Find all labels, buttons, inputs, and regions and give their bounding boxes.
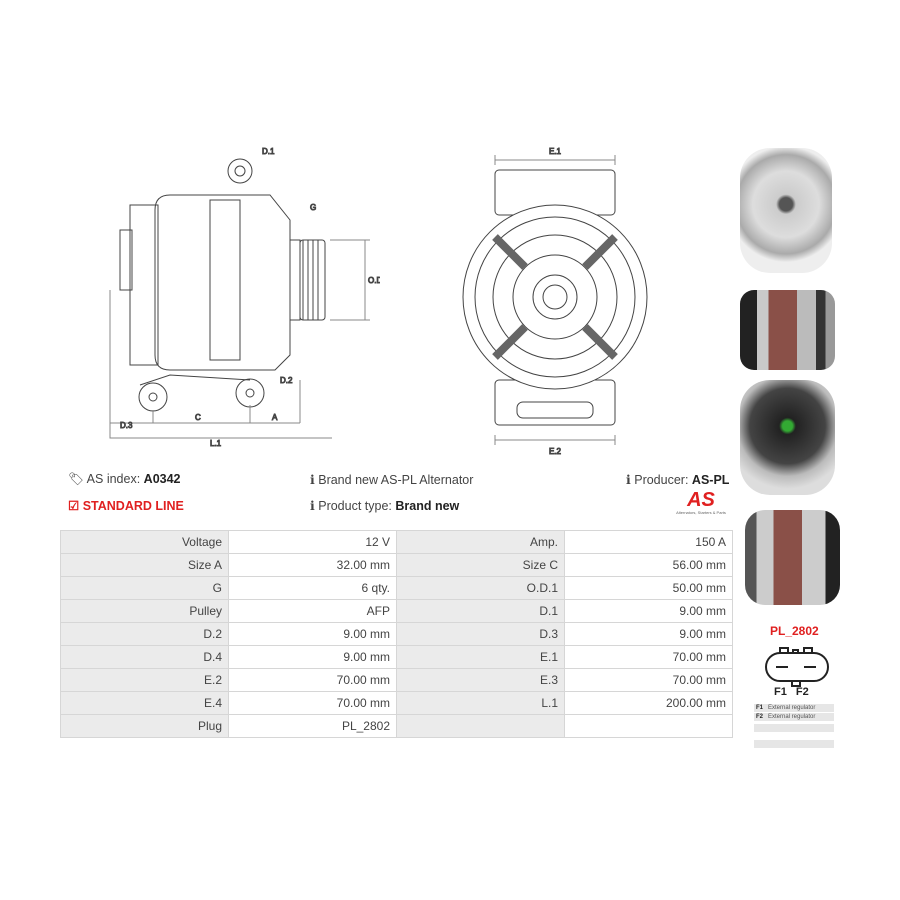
plug-pin-row: F2 External regulator: [754, 713, 834, 721]
spec-value: 70.00 mm: [228, 668, 397, 692]
plug-pins: F1 F2: [774, 686, 809, 698]
spec-value: [564, 714, 733, 738]
spec-label: D.2: [60, 622, 229, 646]
plug-pin-row: [754, 740, 834, 748]
info-icon: ℹ: [626, 473, 631, 487]
info-icon: ℹ: [310, 499, 315, 513]
pin-f1: F1: [774, 686, 787, 698]
checkbox-icon: ☑: [68, 499, 80, 513]
label-g: G: [310, 203, 316, 212]
spec-label: D.3: [396, 622, 565, 646]
product-type: ℹ Product type: Brand new: [310, 499, 460, 513]
spec-value: 200.00 mm: [564, 691, 733, 715]
spec-label: E.3: [396, 668, 565, 692]
spec-label: [396, 714, 565, 738]
plug-pin-row: F1 External regulator: [754, 704, 834, 712]
spec-label: Pulley: [60, 599, 229, 623]
spec-label: Size A: [60, 553, 229, 577]
plug-pin-row: [754, 724, 834, 732]
logo-text: AS: [687, 489, 715, 511]
as-index: 🏷 AS index: A0342: [68, 472, 181, 486]
plug-connector-icon: [765, 647, 829, 687]
producer: ℹ Producer: AS-PL: [626, 473, 730, 487]
spec-label: O.D.1: [396, 576, 565, 600]
spec-value: 50.00 mm: [564, 576, 733, 600]
product-photo-angle: [745, 510, 840, 605]
label-e2: E.2: [549, 447, 562, 456]
label-c: C: [195, 413, 201, 422]
label-l1: L.1: [210, 439, 222, 448]
label-od1: O.D.1: [368, 276, 380, 285]
info-icon: ℹ: [310, 473, 315, 487]
logo-tagline: Alternators, Starters & Parts: [676, 510, 726, 515]
side-view-diagram: D.1 G O.D.1 D.2 D.3 C A L.1: [109, 147, 380, 449]
product-photo-side: [740, 290, 835, 370]
label-e1: E.1: [549, 147, 562, 156]
label-a: A: [272, 413, 278, 422]
spec-value: 70.00 mm: [228, 691, 397, 715]
label-d1: D.1: [262, 147, 275, 156]
spec-value: 56.00 mm: [564, 553, 733, 577]
pin-f2: F2: [795, 686, 809, 698]
spec-label: Voltage: [60, 530, 229, 554]
spec-value: 9.00 mm: [564, 599, 733, 623]
plug-name: PL_2802: [770, 624, 819, 638]
spec-value: 6 qty.: [228, 576, 397, 600]
spec-value: 150 A: [564, 530, 733, 554]
front-view-diagram: E.1 E.2: [462, 147, 648, 457]
as-logo: AS Alternators, Starters & Parts: [670, 490, 732, 515]
spec-label: Size C: [396, 553, 565, 577]
spec-value: 70.00 mm: [564, 645, 733, 669]
spec-value: 32.00 mm: [228, 553, 397, 577]
spec-label: E.1: [396, 645, 565, 669]
tags-icon: 🏷: [68, 472, 84, 486]
spec-label: Plug: [60, 714, 229, 738]
spec-value: 9.00 mm: [228, 645, 397, 669]
pin-function: External regulator: [768, 705, 816, 711]
spec-label: E.2: [60, 668, 229, 692]
pin-id: F1: [756, 705, 764, 711]
spec-label: E.4: [60, 691, 229, 715]
product-photo-back: [740, 380, 835, 495]
label-d2: D.2: [280, 376, 293, 385]
spec-value: PL_2802: [228, 714, 397, 738]
spec-label: G: [60, 576, 229, 600]
spec-value: 9.00 mm: [564, 622, 733, 646]
description: ℹ Brand new AS-PL Alternator: [310, 473, 474, 487]
pin-function: External regulator: [768, 714, 816, 720]
spec-label: D.4: [60, 645, 229, 669]
spec-label: L.1: [396, 691, 565, 715]
pin-id: F2: [756, 714, 764, 720]
spec-value: 70.00 mm: [564, 668, 733, 692]
spec-value: AFP: [228, 599, 397, 623]
spec-label: Amp.: [396, 530, 565, 554]
spec-label: D.1: [396, 599, 565, 623]
spec-value: 12 V: [228, 530, 397, 554]
spec-value: 9.00 mm: [228, 622, 397, 646]
product-photo-front: [740, 148, 832, 273]
label-d3: D.3: [120, 421, 133, 430]
line-badge: ☑ STANDARD LINE: [68, 499, 184, 513]
